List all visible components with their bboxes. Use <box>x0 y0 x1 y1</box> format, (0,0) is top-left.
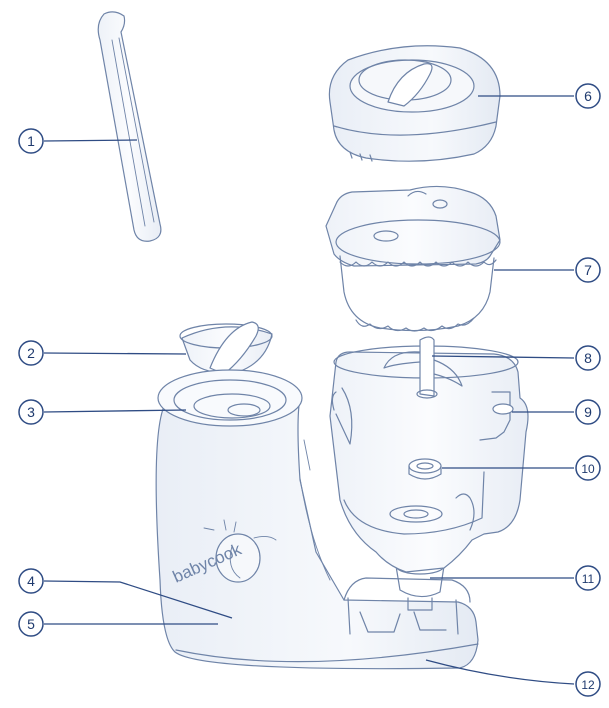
callout-circle <box>18 128 44 154</box>
leader-4 <box>43 580 233 619</box>
callout-number: 11 <box>582 572 595 586</box>
callout-circle <box>575 671 601 697</box>
callout-number: 2 <box>27 345 35 361</box>
callout-circle <box>575 455 601 481</box>
steam-basket <box>325 185 501 332</box>
callout-circle <box>575 399 601 425</box>
callout-number: 3 <box>27 404 35 420</box>
callout-11: 11 <box>575 565 601 591</box>
callout-3: 3 <box>18 399 44 425</box>
callout-5: 5 <box>18 611 44 637</box>
callout-circle <box>18 611 44 637</box>
callout-number: 12 <box>581 678 595 692</box>
callout-9: 9 <box>575 399 601 425</box>
callout-number: 1 <box>27 133 35 149</box>
leader-8 <box>431 355 575 359</box>
callout-circle <box>575 565 601 591</box>
callout-number: 10 <box>581 462 595 476</box>
callout-circle <box>18 399 44 425</box>
callout-number: 7 <box>584 262 592 278</box>
base-unit <box>155 369 479 670</box>
chopping-blade <box>383 336 463 399</box>
callout-number: 9 <box>584 404 592 420</box>
leader-2 <box>43 352 187 355</box>
callout-circle <box>18 568 44 594</box>
blade-washer <box>408 458 442 480</box>
measuring-cup <box>179 321 273 375</box>
callout-2: 2 <box>18 340 44 366</box>
lid <box>328 45 501 162</box>
callout-number: 8 <box>584 350 592 366</box>
leader-12 <box>425 659 575 685</box>
callout-10: 10 <box>575 455 601 481</box>
callout-number: 4 <box>27 573 35 589</box>
leader-1 <box>43 139 138 142</box>
callout-leaders <box>43 95 575 685</box>
callout-12: 12 <box>575 671 601 697</box>
callout-circle <box>18 340 44 366</box>
callout-number: 5 <box>27 616 35 632</box>
callout-circle <box>575 83 601 109</box>
callout-6: 6 <box>575 83 601 109</box>
callout-4: 4 <box>18 568 44 594</box>
spatula <box>97 11 162 242</box>
callout-8: 8 <box>575 345 601 371</box>
callout-circle <box>575 345 601 371</box>
callout-circle <box>575 257 601 283</box>
callout-1: 1 <box>18 128 44 154</box>
callout-7: 7 <box>575 257 601 283</box>
callout-number: 6 <box>584 88 592 104</box>
leader-3 <box>43 409 187 413</box>
